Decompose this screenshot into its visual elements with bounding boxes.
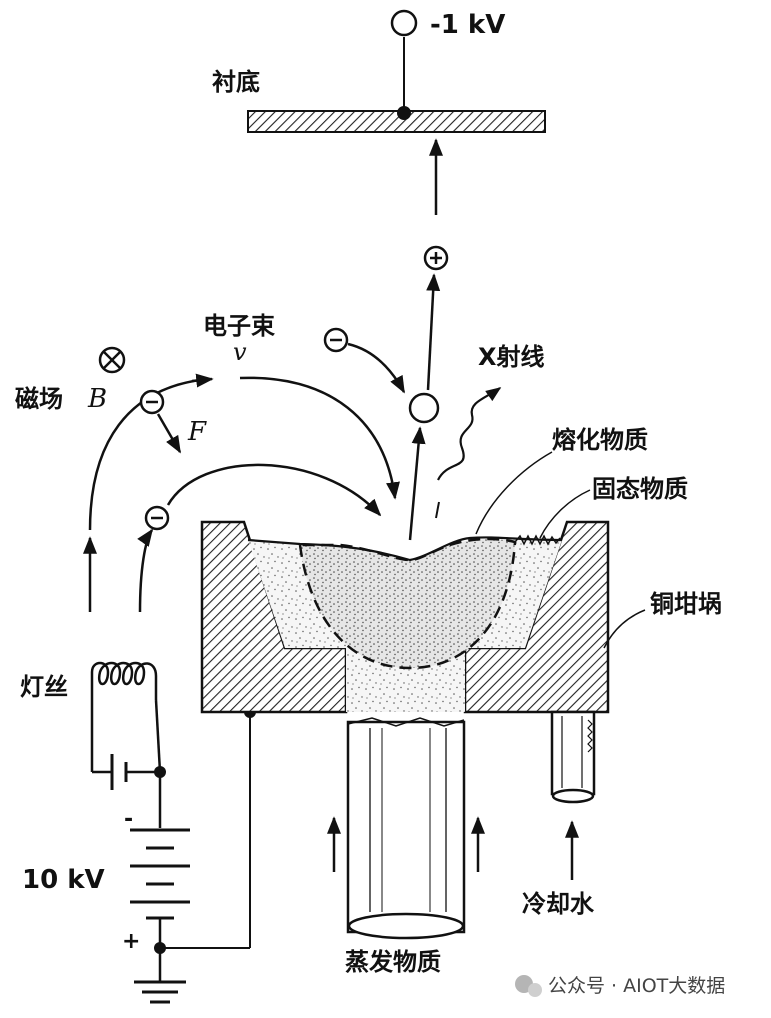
electron-beam-label: 电子束 — [203, 312, 276, 340]
feed-rod-top-break — [347, 717, 465, 727]
top-terminal-icon — [390, 9, 418, 37]
watermark-text: 公众号 · AIOT大数据 — [548, 975, 725, 997]
substrate-label: 衬底 — [212, 68, 260, 96]
feed-rod-body — [346, 720, 466, 934]
voltage-top-label: -1 kV — [430, 10, 505, 40]
magnetic-field-symbol: B — [87, 384, 107, 414]
watermark: 公众号 · AIOT大数据 — [515, 975, 725, 997]
xray-wavy-arrow — [437, 387, 502, 481]
electron-beam: F 磁场 B 电子束 v — [15, 312, 400, 613]
filament-label: 灯丝 — [20, 673, 68, 701]
cooling-water-label: 冷却水 — [522, 890, 595, 918]
cooling-pipe: 冷却水 — [522, 710, 596, 918]
solid-label: 固态物质 — [592, 475, 688, 503]
cooling-pipe-end — [551, 788, 595, 804]
solid-leader-line — [539, 489, 591, 539]
beam-top-trajectory — [239, 376, 400, 500]
crucible-label: 铜坩埚 — [650, 590, 722, 618]
molten-label: 熔化物质 — [552, 426, 648, 454]
cooling-pipe-body — [550, 710, 596, 796]
substrate-junction-dot — [397, 106, 411, 120]
plus-sign-label: + — [122, 929, 140, 954]
molten-leader-line — [475, 451, 553, 535]
ion-path — [323, 138, 449, 541]
melt-surface — [247, 536, 563, 562]
feed-rod-bottom-end — [347, 912, 465, 940]
arrow-vapor-to-atom — [408, 426, 426, 541]
ionizing-electron-path — [347, 342, 406, 394]
beam-inner-trajectory — [137, 528, 154, 613]
cooling-pipe-thread — [587, 719, 593, 753]
force-label: F — [187, 417, 207, 447]
evaporant-label: 蒸发物质 — [345, 948, 441, 976]
substrate-plate — [247, 110, 546, 133]
copper-crucible: 铜坩埚 熔化物质 固态物质 — [200, 426, 722, 714]
beam-top-arrow — [191, 373, 214, 388]
molten-material — [298, 537, 517, 670]
magnetic-field-label: 磁场 — [15, 385, 63, 413]
evaporant-feed-rod: 蒸发物质 — [327, 717, 485, 976]
magnetic-cross-b — [103, 351, 121, 369]
arrow-to-positive-ion — [426, 273, 441, 391]
filament-right-lead — [154, 699, 162, 773]
solid-surface-jagged — [514, 534, 561, 546]
voltage-bottom-label: 10 kV — [22, 865, 105, 895]
beam-outer-trajectory — [88, 378, 201, 531]
substrate-assembly: -1 kV 衬底 — [212, 9, 546, 133]
xray-label: X射线 — [478, 343, 545, 371]
crucible-leader-line — [603, 609, 646, 649]
filament-circuit: 灯丝 - + 10 kV — [20, 661, 256, 1004]
wechat-icon-bubble-2 — [528, 983, 542, 997]
beam-inner-upper-trajectory — [166, 463, 382, 517]
vapor-stroke-1 — [435, 501, 440, 519]
velocity-label: v — [233, 338, 247, 366]
xray-emission: X射线 — [435, 343, 545, 519]
vapor-atom-icon — [408, 392, 440, 424]
force-arrow — [156, 413, 182, 454]
minus-sign-label: - — [124, 807, 133, 832]
filament-coil-icon — [90, 661, 158, 700]
